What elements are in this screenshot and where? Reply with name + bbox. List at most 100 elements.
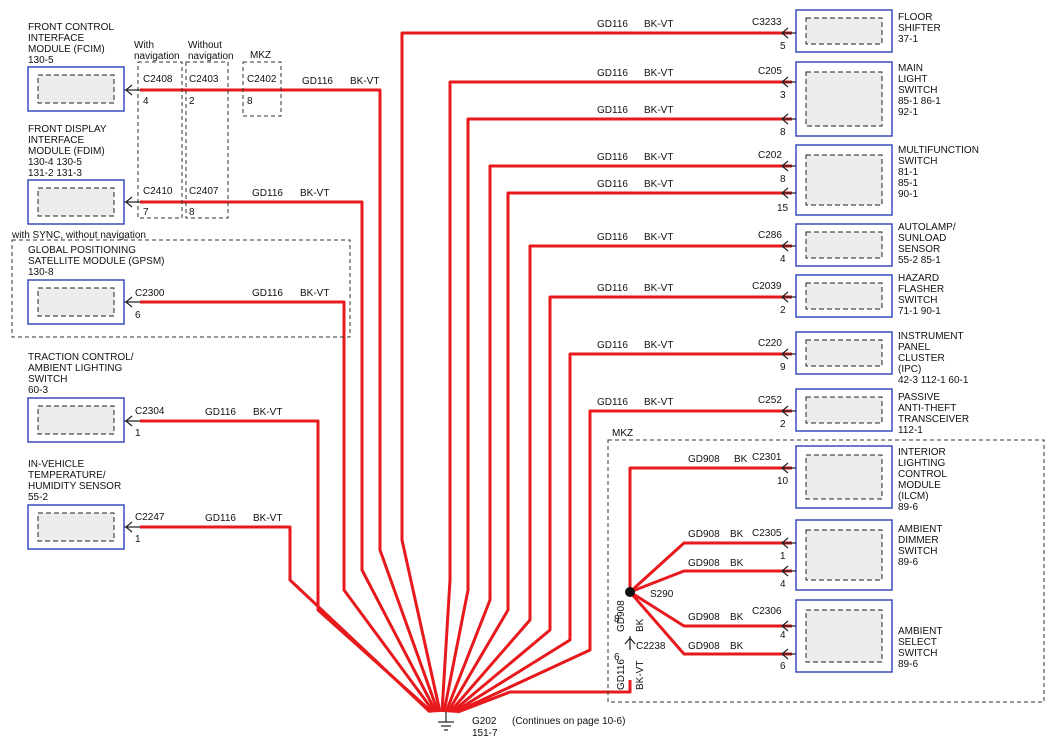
wire-circuit-label: GD116 [205, 513, 236, 524]
module-label: SWITCH [898, 295, 937, 306]
connector-arrow [124, 296, 140, 308]
wire-multi-8 [444, 164, 792, 713]
wire-dimmer-4 [629, 569, 792, 594]
connector-pin: 1 [780, 551, 786, 562]
module-label: CONTROL [898, 469, 947, 480]
connector-name: C205 [758, 66, 782, 77]
module-inner [805, 609, 883, 663]
module-inner [805, 231, 883, 259]
module-inner [805, 17, 883, 45]
module-label: SELECT [898, 637, 937, 648]
module-label: (IPC) [898, 364, 921, 375]
connector-name: C2402 [247, 74, 277, 85]
module-inner [805, 154, 883, 206]
wire-color-label: BK-VT [350, 76, 379, 87]
wire-hazard [451, 295, 792, 714]
wire-multi-15 [446, 191, 792, 713]
module-inner [805, 71, 883, 127]
module-label: MODULE (FDIM) [28, 146, 105, 157]
module-label: CLUSTER [898, 353, 945, 364]
connector-pin: 4 [780, 630, 786, 641]
module-inner [37, 187, 115, 217]
mkz-box [242, 61, 282, 117]
module-label: SWITCH [898, 648, 937, 659]
vertical-circuit-label: GD116 [616, 659, 627, 690]
left-module-temp: IN-VEHICLE TEMPERATURE/ HUMIDITY SENSOR … [27, 459, 125, 550]
wire-color-label: BK-VT [644, 152, 673, 163]
wire-dimmer-1 [628, 541, 792, 594]
module-label: MAIN [898, 63, 923, 74]
wire-circuit-label: GD116 [302, 76, 333, 87]
module-label: AMBIENT [898, 626, 942, 637]
module-label: GLOBAL POSITIONING [28, 245, 136, 256]
inline-connector-pin-top: 8 [614, 614, 620, 625]
wire-circuit-label: GD116 [597, 283, 628, 294]
with-nav-box [137, 61, 183, 219]
wire-circuit-label: GD116 [597, 68, 628, 79]
connector-name: C286 [758, 230, 782, 241]
wire-circuit-label: GD116 [597, 232, 628, 243]
wire-circuit-label: GD116 [205, 407, 236, 418]
wire-circuit-label: GD116 [597, 340, 628, 351]
module-inner [37, 74, 115, 104]
connector-name: C2407 [189, 186, 219, 197]
wire-color-label: BK [730, 529, 744, 540]
wire-circuit-label: GD908 [688, 529, 720, 540]
wire-color-label: BK-VT [300, 288, 329, 299]
connector-arrow [124, 196, 140, 208]
vertical-color-label: BK-VT [635, 661, 646, 690]
module-label: SUNLOAD [898, 233, 946, 244]
module-label: INTERFACE [28, 135, 84, 146]
connector-name: C252 [758, 395, 782, 406]
vertical-color-label: BK [635, 618, 646, 632]
right-module-pats: PASSIVE ANTI-THEFT TRANSCEIVER 112-1 [795, 388, 969, 436]
connector-name: C2300 [135, 288, 165, 299]
wire-color-label: BK [730, 641, 744, 652]
sync-box [11, 239, 351, 338]
module-label: SWITCH [898, 546, 937, 557]
module-label: (ILCM) [898, 491, 929, 502]
right-module-mainlight: MAIN LIGHT SWITCH 85-1 86-1 92-1 [795, 61, 941, 137]
module-ref: 89-6 [898, 502, 918, 513]
sync-label: with SYNC, without navigation [11, 230, 146, 241]
left-module-fcim: FRONT CONTROL INTERFACE MODULE (FCIM) 13… [27, 22, 125, 112]
wire-color-label: BK-VT [644, 68, 673, 79]
module-inner [805, 454, 883, 500]
connector-arrow [124, 415, 140, 427]
wire-circuit-label: GD116 [252, 288, 283, 299]
connector-arrow [781, 160, 796, 172]
connector-name: C2301 [752, 452, 782, 463]
module-label: DIMMER [898, 535, 939, 546]
module-ref: 55-2 85-1 [898, 255, 941, 266]
vertical-circuit-label: GD908 [616, 600, 627, 632]
wire-pats [455, 409, 792, 714]
module-ref: 71-1 90-1 [898, 306, 941, 317]
wire-circuit-label: GD908 [688, 641, 720, 652]
right-module-ipc: INSTRUMENT PANEL CLUSTER (IPC) 42-3 112-… [795, 331, 969, 386]
module-ref: 89-6 [898, 557, 918, 568]
ground-note: (Continues on page 10-6) [512, 716, 625, 727]
connector-arrow [781, 113, 796, 125]
connector-pin: 6 [135, 310, 141, 321]
connector-pin: 8 [780, 127, 786, 138]
module-label: INSTRUMENT [898, 331, 964, 342]
mkz-label: MKZ [250, 50, 271, 61]
connector-name: C220 [758, 338, 782, 349]
connector-arrow [781, 27, 796, 39]
module-label: FRONT DISPLAY [28, 124, 107, 135]
module-ref: 89-6 [898, 659, 918, 670]
wire-color-label: BK [730, 612, 744, 623]
mkz-group-box [607, 439, 1045, 703]
ground-ref: 151-7 [472, 728, 498, 739]
inline-connector-pin-bottom: 6 [614, 652, 620, 663]
connector-pin: 4 [143, 96, 149, 107]
connector-name: C2305 [752, 528, 782, 539]
connector-arrow [124, 84, 140, 96]
right-connector-arrows [781, 27, 796, 660]
connector-name: C2306 [752, 606, 782, 617]
connector-arrow [781, 187, 796, 199]
mkz-group-label: MKZ [612, 428, 633, 439]
wire-temp [140, 525, 432, 714]
connector-name: C2410 [143, 186, 173, 197]
